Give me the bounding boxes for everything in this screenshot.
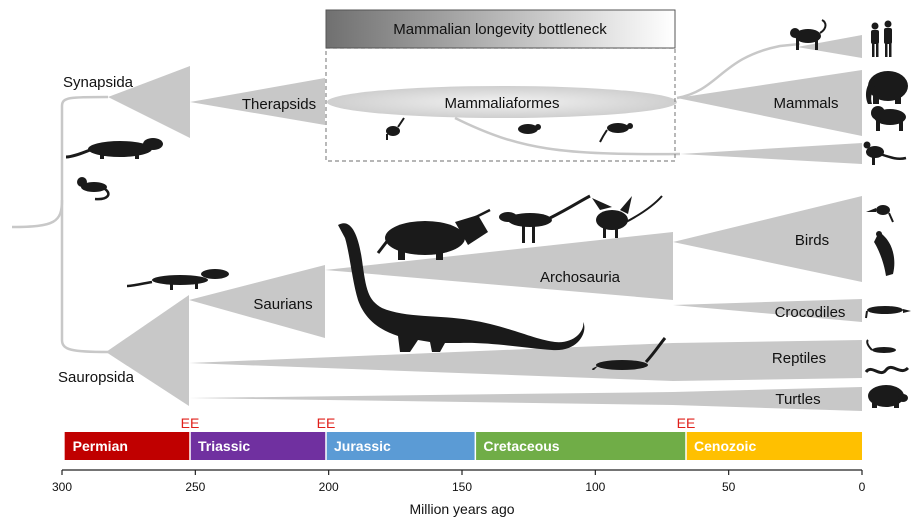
axis-tick-label: 200 [319,480,339,494]
geologic-timescale: Permian Triassic Jurassic Cretaceous Cenozoi… [65,432,862,460]
kangaroo-silhouette [864,142,907,166]
lizard-silhouette [77,177,108,199]
label-saurians: Saurians [253,296,312,313]
extinction-event-markers: EE EE EE [181,415,696,431]
root-line [12,97,108,227]
early-mammal-1-silhouette [386,118,404,140]
period-label-cretaceous: Cretaceous [483,438,559,454]
period-label-cenozoic: Cenozoic [694,438,756,454]
snake-silhouette [866,367,908,372]
root-line-lower [62,200,108,352]
label-mammaliaformes: Mammaliaformes [444,95,559,112]
period-label-triassic: Triassic [198,438,250,454]
theropod-silhouette [499,196,590,243]
crocodile-silhouette [866,306,911,318]
axis-title: Million years ago [409,501,514,517]
axis-tick-label: 50 [722,480,736,494]
extinction-event-label: EE [181,415,200,431]
elephant-silhouette [866,71,908,104]
turtle-silhouette [868,385,908,408]
label-synapsida: Synapsida [63,74,134,91]
turtles-wedge [189,387,862,411]
axis-tick-label: 300 [52,480,72,494]
vulture-silhouette [874,231,894,276]
humans-silhouette [871,21,892,58]
marsupial-branch-line [455,118,680,154]
clade-shapes [106,35,862,411]
label-turtles: Turtles [775,391,820,408]
extinction-event-label: EE [317,415,336,431]
early-synapsid-silhouette [66,138,163,159]
early-mammal-3-silhouette [600,123,633,142]
axis-tick-label: 100 [585,480,605,494]
label-sauropsida: Sauropsida [58,369,135,386]
label-birds: Birds [795,232,829,249]
period-label-jurassic: Jurassic [334,438,391,454]
early-mammal-2-silhouette [518,124,541,134]
early-archosaur-silhouette [127,269,229,290]
kingfisher-silhouette [866,205,893,222]
label-therapsids: Therapsids [242,96,316,113]
period-label-permian: Permian [73,438,128,454]
extinction-event-label: EE [677,415,696,431]
axis-tick-label: 0 [859,480,866,494]
axis-tick-label: 150 [452,480,472,494]
archosauria-wedge [325,232,673,300]
label-archosauria: Archosauria [540,269,621,286]
triceratops-silhouette [378,210,490,260]
label-mammals: Mammals [773,95,838,112]
label-crocodiles: Crocodiles [775,304,846,321]
marsupials-wedge [680,143,862,164]
axis-tick-label: 250 [185,480,205,494]
feathered-dinosaur-silhouette [592,196,662,238]
label-reptiles: Reptiles [772,350,826,367]
lion-silhouette [871,106,906,131]
bottleneck-title: Mammalian longevity bottleneck [393,21,607,38]
sauropsida-triangle [106,295,189,406]
birds-wedge [673,196,862,282]
small-lizard-silhouette [867,340,896,353]
